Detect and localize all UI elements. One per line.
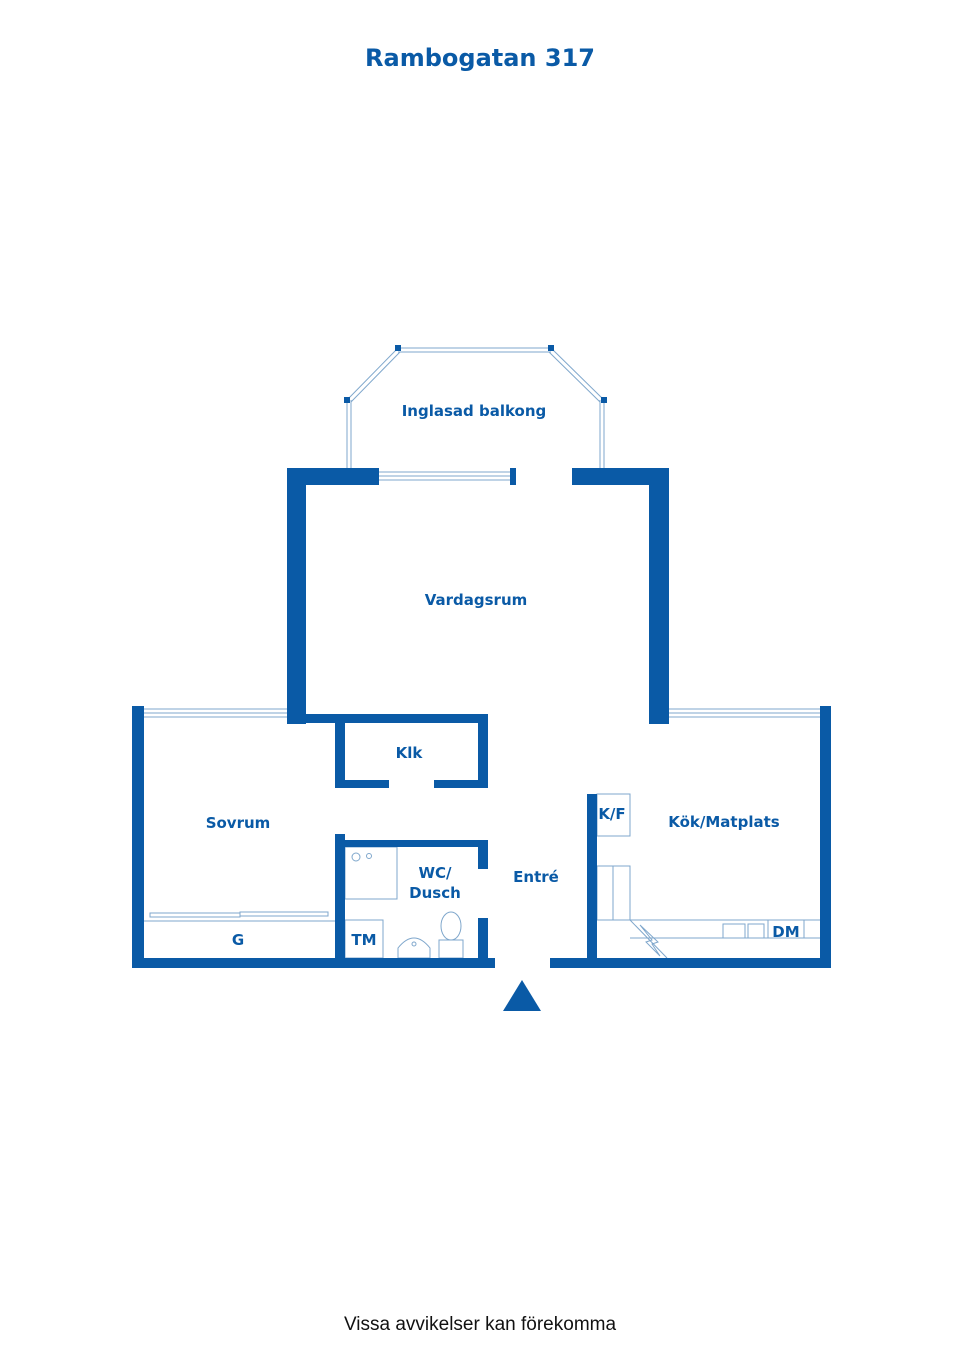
wall-segment bbox=[287, 468, 306, 724]
wall-segment bbox=[335, 834, 345, 958]
room-label-balcony: Inglasad balkong bbox=[402, 402, 547, 420]
room-label-bedroom: Sovrum bbox=[206, 814, 271, 832]
electric-symbol-icon bbox=[639, 924, 661, 957]
wall-segment bbox=[335, 780, 389, 788]
sliding-door bbox=[239, 911, 329, 917]
wall-segment bbox=[132, 706, 144, 968]
walls bbox=[132, 468, 831, 968]
balcony-post bbox=[395, 345, 401, 351]
wall-segment bbox=[478, 918, 488, 958]
room-label-wardrobe: G bbox=[232, 931, 244, 949]
balcony-post bbox=[344, 397, 350, 403]
wall-segment bbox=[587, 794, 597, 958]
balcony-post bbox=[548, 345, 554, 351]
room-label-closet: Klk bbox=[396, 744, 424, 762]
sink-icon bbox=[397, 937, 431, 959]
wall-segment bbox=[572, 468, 669, 485]
wall-segment bbox=[335, 714, 345, 788]
wall-segment bbox=[132, 958, 495, 968]
room-label-bathroom-line1: WC/ bbox=[418, 864, 452, 882]
room-label-kitchen: Kök/Matplats bbox=[668, 813, 780, 831]
room-label-fridge: K/F bbox=[598, 805, 625, 823]
windows bbox=[144, 345, 820, 718]
wall-segment bbox=[478, 840, 488, 869]
room-label-dishwasher: DM bbox=[772, 923, 799, 941]
toilet-tank bbox=[438, 939, 464, 959]
window-line bbox=[548, 351, 601, 403]
toilet-icon bbox=[440, 911, 462, 941]
entrance-arrow-icon bbox=[503, 980, 541, 1011]
wall-segment bbox=[510, 468, 516, 485]
room-label-living: Vardagsrum bbox=[425, 591, 528, 609]
shower-head-icon bbox=[366, 853, 372, 859]
fixtures bbox=[144, 793, 820, 959]
stove-burner bbox=[747, 923, 765, 939]
wall-segment bbox=[550, 958, 831, 968]
room-label-washer: TM bbox=[351, 931, 376, 949]
window-line bbox=[550, 347, 605, 401]
shower-drain-icon bbox=[351, 852, 361, 862]
counter-corner bbox=[629, 919, 668, 959]
wall-segment bbox=[649, 468, 669, 724]
stove-burner bbox=[722, 923, 746, 939]
window-line bbox=[350, 351, 401, 403]
balcony-post bbox=[601, 397, 607, 403]
room-label-hall: Entré bbox=[513, 868, 559, 886]
sink-drain-icon bbox=[411, 941, 417, 947]
wall-segment bbox=[306, 714, 488, 723]
window-line bbox=[346, 347, 399, 401]
dishwasher-box bbox=[767, 919, 805, 939]
disclaimer: Vissa avvikelser kan förekomma bbox=[343, 1314, 617, 1335]
wall-segment bbox=[287, 468, 379, 485]
wall-segment bbox=[434, 780, 488, 788]
room-label-bathroom-line2: Dusch bbox=[409, 884, 461, 902]
wall-segment bbox=[335, 840, 488, 847]
sliding-door bbox=[149, 912, 241, 918]
page-title: Rambogatan 317 bbox=[365, 44, 595, 72]
wall-segment bbox=[820, 706, 831, 968]
wall-segment bbox=[478, 714, 488, 788]
